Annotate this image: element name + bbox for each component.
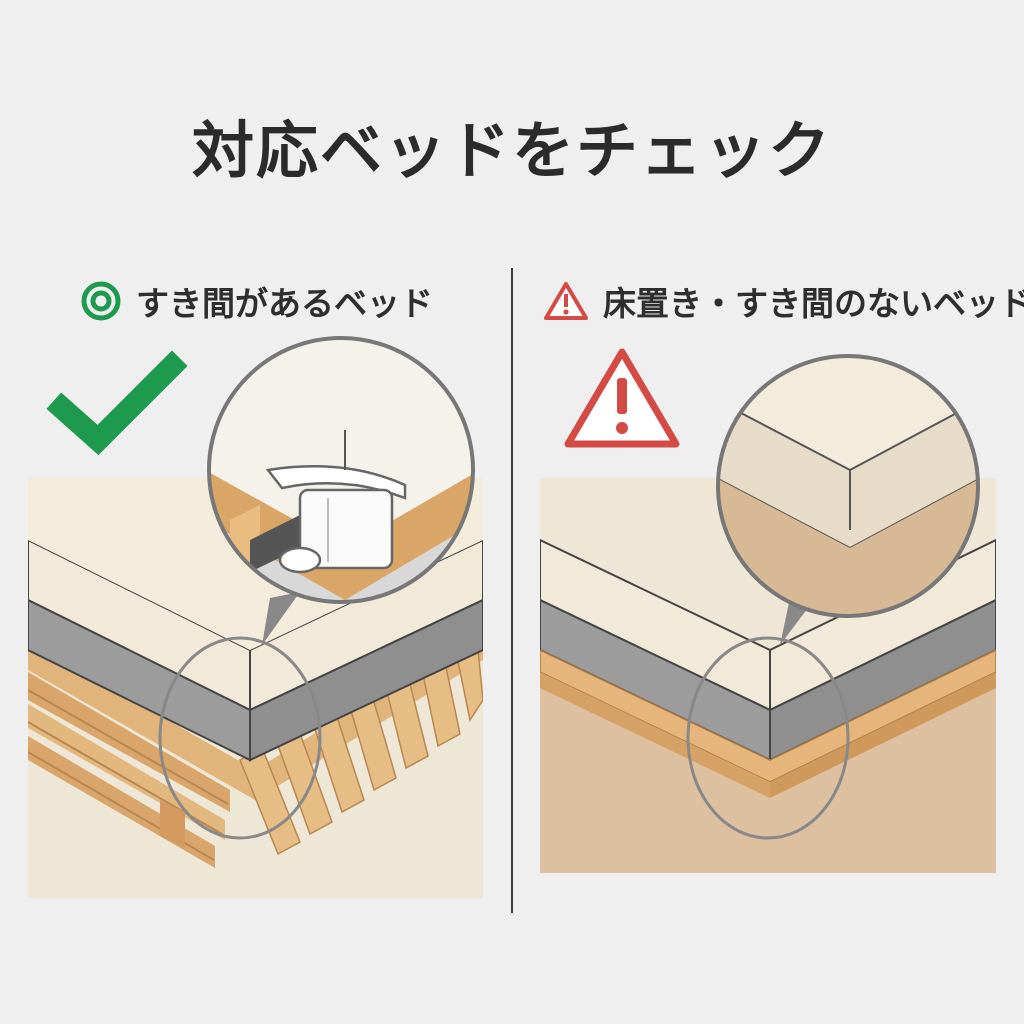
left-heading-label: すき間があるベッド: [136, 284, 433, 323]
double-circle-icon: [81, 281, 121, 321]
center-divider: [511, 268, 513, 913]
right-bed-illustration: [540, 348, 996, 873]
large-warning-icon: [564, 348, 680, 448]
left-heading: すき間があるベッド: [80, 276, 433, 326]
slatted-frame: [28, 628, 483, 868]
left-bed-illustration: [28, 336, 483, 898]
right-heading-label: 床置き・すき間のないベッド: [603, 284, 1024, 323]
right-heading: 床置き・すき間のないベッド: [543, 276, 1024, 326]
warning-triangle-icon: [544, 282, 588, 320]
page-title: 対応ベッドをチェック: [191, 114, 832, 187]
right-zoom-detail: [716, 354, 980, 618]
floor-frame: [540, 649, 996, 798]
checkmark-icon: [46, 350, 188, 456]
left-zoom-detail: [207, 336, 475, 604]
right-mattress: [540, 538, 996, 762]
clip-accessory-icon: [265, 465, 407, 574]
